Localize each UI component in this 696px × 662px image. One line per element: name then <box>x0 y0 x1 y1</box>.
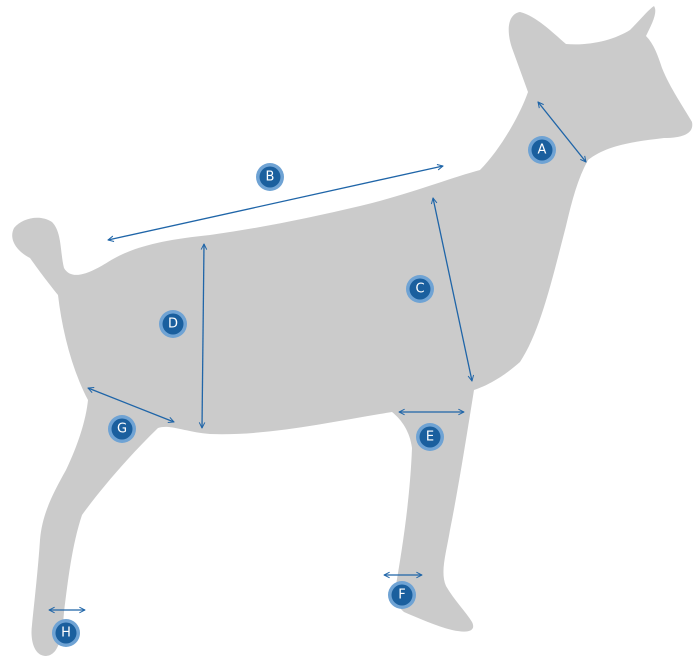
marker-c: C <box>406 275 434 303</box>
goat-silhouette <box>12 6 693 656</box>
marker-dot <box>391 584 413 606</box>
measurement-arrow-d <box>202 244 204 428</box>
marker-f: F <box>388 581 416 609</box>
marker-label-e: E <box>426 430 434 445</box>
marker-dot <box>111 418 133 440</box>
marker-e: E <box>416 423 444 451</box>
marker-dot <box>259 166 281 188</box>
measurement-arrow-b <box>108 166 443 240</box>
marker-a: A <box>528 136 556 164</box>
marker-dot <box>531 139 553 161</box>
marker-dot <box>419 426 441 448</box>
measurement-arrow-g <box>88 388 174 422</box>
marker-label-a: A <box>538 143 547 158</box>
marker-dot <box>55 622 77 644</box>
marker-label-b: B <box>266 170 275 185</box>
marker-label-h: H <box>61 626 71 641</box>
measurement-arrow-c <box>433 198 472 381</box>
marker-b: B <box>256 163 284 191</box>
marker-g: G <box>108 415 136 443</box>
marker-label-f: F <box>398 588 405 603</box>
marker-label-g: G <box>117 422 127 437</box>
marker-label-d: D <box>168 317 178 332</box>
marker-h: H <box>52 619 80 647</box>
measurement-arrow-a <box>538 102 586 162</box>
marker-label-c: C <box>415 282 424 297</box>
marker-d: D <box>159 310 187 338</box>
marker-dot <box>162 313 184 335</box>
marker-dot <box>409 278 431 300</box>
